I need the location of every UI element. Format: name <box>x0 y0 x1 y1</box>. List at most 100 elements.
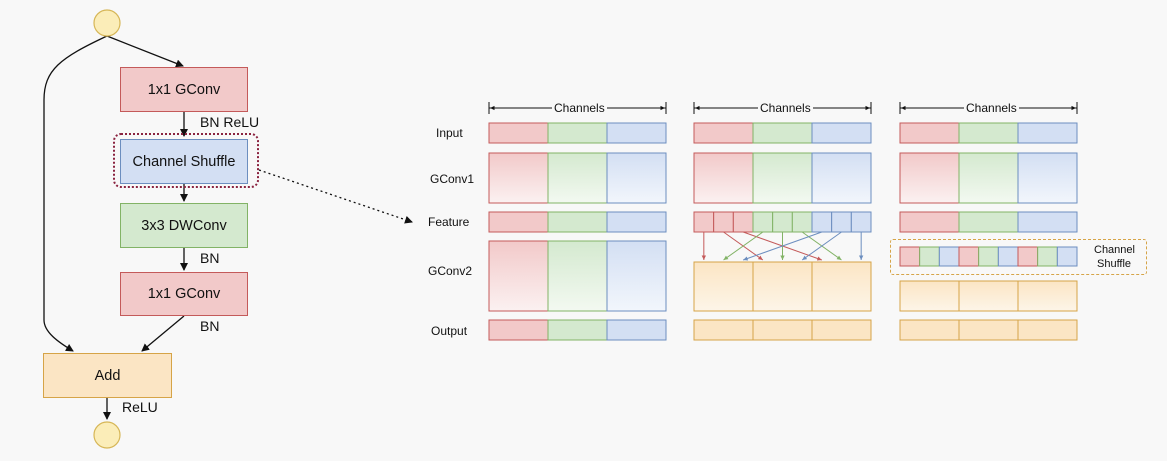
panel-2-feature-ch-5 <box>791 211 813 233</box>
panel-2-input-1 <box>752 122 813 144</box>
flow-connectors <box>43 35 413 420</box>
panel-2-shuffle-arrow-6 <box>742 231 823 261</box>
panel-2-gconv1-0 <box>693 152 754 204</box>
panel-1-gconv2-0 <box>488 240 549 312</box>
panel-2-shuffle-arrow-7-head <box>802 255 808 260</box>
panel-2-feature-ch-1 <box>713 211 734 233</box>
channel-shuffle-block: Channel Shuffle <box>120 139 248 184</box>
panel-2-shuffle-arrow-7 <box>801 231 842 261</box>
panel-3-gconv1-0 <box>899 152 960 204</box>
panel-2-input-0 <box>693 122 754 144</box>
panel-3-gconv1-1 <box>958 152 1019 204</box>
panel-1-output-2 <box>606 319 667 341</box>
panel-2-output-0 <box>693 319 754 341</box>
panel-2-ruler-arrow-left-head <box>695 105 700 111</box>
panel-1-input-0 <box>488 122 549 144</box>
gconv2-block: 1x1 GConv <box>120 272 248 316</box>
panel-2-ruler-arrow-right-head <box>865 105 870 111</box>
row-label-gconv1: GConv1 <box>430 172 475 186</box>
panel-2-shuffle-arrow-1-head <box>757 255 763 260</box>
panel-2-gconv2-0 <box>693 261 754 312</box>
panel-2-input-2 <box>811 122 872 144</box>
panel-1-ruler-arrow-left-head <box>490 105 495 111</box>
arrow-gconv2-to-add <box>141 315 185 352</box>
panel-1-input-2 <box>606 122 667 144</box>
channel-shuffle-callout <box>890 239 1147 275</box>
panel-3-gconv2-0 <box>899 280 960 312</box>
bn-relu-label: BN ReLU <box>200 114 260 130</box>
channel-shuffle-highlight <box>113 133 259 188</box>
panel-3-feature-0 <box>899 211 960 233</box>
channels-label-1: Channels <box>552 101 607 115</box>
panel-3-feature-1 <box>958 211 1019 233</box>
panel-2-feature-ch-8 <box>850 211 872 233</box>
panel-1-feature-2 <box>606 211 667 233</box>
panel-3-ruler-arrow-left-head <box>901 105 906 111</box>
gconv1-block: 1x1 GConv <box>120 67 248 112</box>
panel-2-feature-ch-6 <box>811 211 833 233</box>
panel-2-shuffle-arrow-3 <box>723 231 764 261</box>
arrow-shuffle-detail <box>258 169 413 224</box>
panel-3-output-1 <box>958 319 1019 341</box>
input-node-circle <box>93 9 121 37</box>
panel-1-ruler-arrow-right-head <box>660 105 665 111</box>
panel-2-shuffle-arrow-2-head <box>816 256 822 261</box>
panel-2-gconv1-2 <box>811 152 872 204</box>
bn-label-2: BN <box>200 318 220 334</box>
panel-2-shuffle-arrow-0-head <box>701 255 707 260</box>
panel-2-feature-ch-0 <box>693 211 715 233</box>
panel-2-shuffle-arrow-4-head <box>780 255 785 260</box>
panel-1-output-1 <box>547 319 608 341</box>
bn-label-1: BN <box>200 250 220 266</box>
panel-3-input-2 <box>1017 122 1078 144</box>
panel-3-gconv2-1 <box>958 280 1019 312</box>
panel-3-input-1 <box>958 122 1019 144</box>
panel-1-gconv2-1 <box>547 240 608 312</box>
arrow-top-to-gconv1 <box>106 35 184 68</box>
panel-2-gconv2-2 <box>811 261 872 312</box>
row-label-gconv2: GConv2 <box>428 264 473 278</box>
relu-label: ReLU <box>122 399 158 415</box>
panel-2-output-1 <box>752 319 813 341</box>
panel-2-gconv1-1 <box>752 152 813 204</box>
panel-1-gconv1-1 <box>547 152 608 204</box>
row-label-feature: Feature <box>428 215 470 229</box>
panel-1-gconv1-0 <box>488 152 549 204</box>
panel-2-feature-ch-3 <box>752 211 774 233</box>
panel-3-gconv2-2 <box>1017 280 1078 312</box>
panel-3-ruler-arrow-right-head <box>1071 105 1076 111</box>
panel-2-output-2 <box>811 319 872 341</box>
dwconv-block: 3x3 DWConv <box>120 203 248 248</box>
panel-2-shuffle-arrow-6-head <box>743 256 749 261</box>
panel-3-output-0 <box>899 319 960 341</box>
shuffle-note-line2: Shuffle <box>1097 258 1132 270</box>
panel-3-shuffled-ch-8 <box>1056 246 1078 267</box>
panel-2-gconv2-1 <box>752 261 813 312</box>
panel-2-shuffle-arrow-8-head <box>858 255 864 260</box>
panel-3-gconv1-2 <box>1017 152 1078 204</box>
panel-1-gconv2-2 <box>606 240 667 312</box>
panel-1-output-0 <box>488 319 549 341</box>
panel-2-feature-ch-2 <box>732 211 754 233</box>
panel-2-shuffle-arrow-3-head <box>723 255 729 260</box>
panel-1-gconv1-2 <box>606 152 667 204</box>
arrow-shortcut <box>43 35 108 352</box>
panel-2-shuffle-arrow-5-head <box>836 255 842 260</box>
add-block: Add <box>43 353 172 398</box>
output-node-circle <box>93 421 121 449</box>
panel-2-feature-ch-4 <box>772 211 793 233</box>
panel-3-feature-2 <box>1017 211 1078 233</box>
channels-label-3: Channels <box>964 101 1019 115</box>
channel-panels <box>488 102 1078 341</box>
panel-1-input-1 <box>547 122 608 144</box>
row-label-input: Input <box>436 126 463 140</box>
row-label-output: Output <box>431 324 468 338</box>
panel-3-output-2 <box>1017 319 1078 341</box>
channels-label-2: Channels <box>758 101 813 115</box>
panel-1-feature-0 <box>488 211 549 233</box>
shuffle-note-line1: Channel <box>1094 244 1135 256</box>
panel-3-input-0 <box>899 122 960 144</box>
panel-1-feature-1 <box>547 211 608 233</box>
panel-2-feature-ch-7 <box>831 211 852 233</box>
